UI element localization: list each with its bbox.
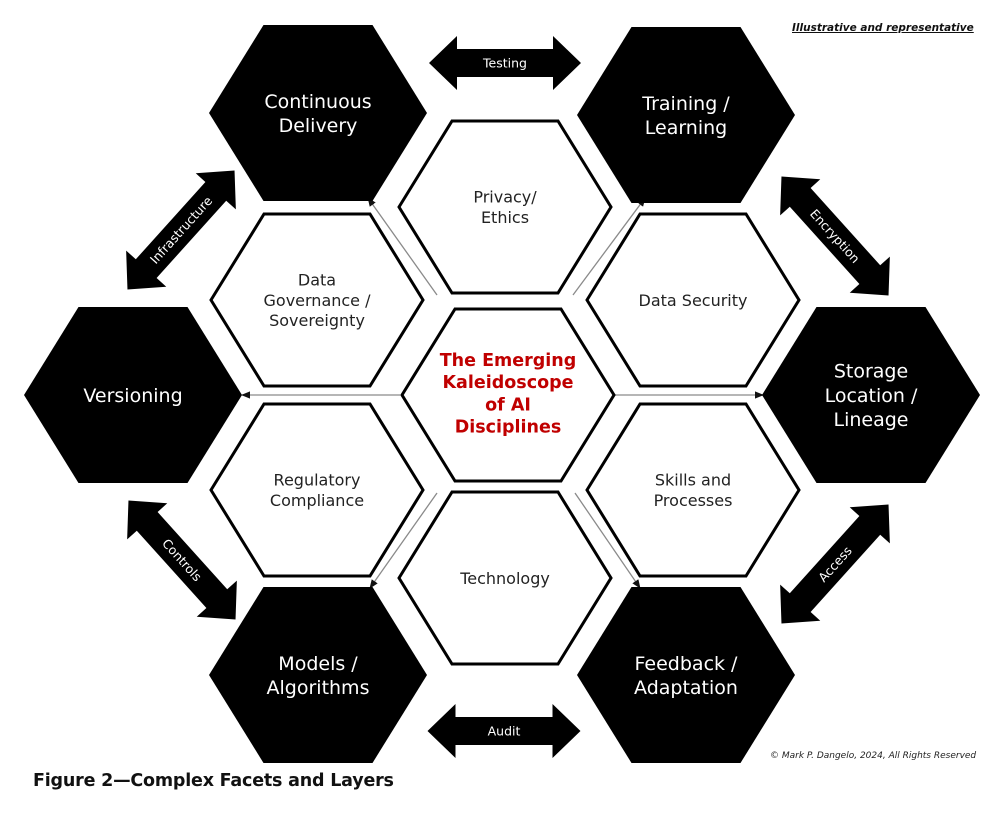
figure-caption: Figure 2—Complex Facets and Layers bbox=[33, 771, 394, 791]
outer-hex-label-line: Training / bbox=[641, 93, 730, 115]
inner-hex-label-line: Compliance bbox=[270, 491, 364, 510]
inner-hex-label-line: Sovereignty bbox=[269, 311, 365, 330]
inner-hex-label-line: Technology bbox=[459, 569, 550, 588]
copyright-notice: © Mark P. Dangelo, 2024, All Rights Rese… bbox=[770, 751, 977, 761]
inner-hex-shape bbox=[209, 212, 425, 388]
outer-hex-shape bbox=[577, 27, 795, 203]
inner-hex-label-line: Data Security bbox=[639, 291, 748, 310]
outer-hex-label-line: Delivery bbox=[279, 115, 358, 137]
inner-hex-shape bbox=[397, 119, 613, 295]
outer-hex-shape bbox=[577, 587, 795, 763]
connector-line bbox=[369, 492, 438, 589]
outer-hex-shape bbox=[209, 587, 427, 763]
inner-hex-data-security: Data Security bbox=[585, 212, 801, 388]
double-arrow-icon bbox=[780, 176, 890, 296]
outer-hex-shape bbox=[762, 307, 980, 483]
center-hex-title-line: The Emerging bbox=[440, 351, 577, 371]
outer-hex-label-line: Models / bbox=[278, 653, 358, 675]
thin-connector-lines bbox=[241, 197, 764, 589]
double-arrow-icon bbox=[780, 504, 890, 624]
center-hex-title-line: of AI bbox=[485, 395, 531, 415]
outer-hex-label-line: Continuous bbox=[264, 91, 371, 113]
center-hex-title-line: Kaleidoscope bbox=[443, 373, 574, 393]
outer-hex-training-learning: Training /Learning bbox=[577, 27, 795, 203]
outer-hex-label-line: Learning bbox=[645, 117, 728, 139]
center-hex-title-line: Disciplines bbox=[455, 418, 562, 438]
outer-hex-feedback-adaptation: Feedback /Adaptation bbox=[577, 587, 795, 763]
double-arrow-icon bbox=[427, 704, 581, 758]
double-arrow-icon bbox=[429, 36, 581, 90]
arrow-label: Testing bbox=[482, 56, 527, 71]
inner-hex-label-line: Data bbox=[298, 270, 336, 289]
outer-hex-label-line: Lineage bbox=[834, 409, 909, 431]
inner-hex-label-line: Privacy/ bbox=[473, 188, 537, 207]
outer-hex-shape bbox=[209, 25, 427, 201]
arrow-label: Infrastructure bbox=[147, 193, 216, 267]
inner-hex-label-line: Processes bbox=[654, 491, 733, 510]
connector-line bbox=[572, 197, 646, 296]
center-hex-shape bbox=[400, 307, 616, 483]
connector-line bbox=[367, 197, 438, 296]
inner-hex-technology: Technology bbox=[397, 490, 613, 666]
inner-hex-shape bbox=[585, 402, 801, 578]
inner-hex-label-line: Ethics bbox=[481, 208, 529, 227]
connector-line bbox=[574, 492, 641, 589]
illustrative-note: Illustrative and representative bbox=[792, 22, 974, 34]
double-arrow-icon bbox=[127, 500, 237, 620]
arrow-audit: Audit bbox=[427, 704, 581, 758]
outer-hex-label-line: Versioning bbox=[83, 385, 182, 407]
arrow-label: Encryption bbox=[807, 206, 863, 266]
inner-hex-label-line: Governance / bbox=[264, 291, 372, 310]
inner-hex-shape bbox=[209, 402, 425, 578]
arrow-testing: Testing bbox=[429, 36, 581, 90]
arrow-label: Audit bbox=[488, 724, 521, 739]
outer-hex-label-line: Algorithms bbox=[267, 677, 370, 699]
inner-hex-label-line: Skills and bbox=[655, 471, 731, 490]
outer-hex-label-line: Storage bbox=[834, 361, 908, 383]
outer-hex-versioning: Versioning bbox=[24, 307, 242, 483]
outer-hex-label-line: Feedback / bbox=[635, 653, 739, 675]
inner-hex-privacy-ethics: Privacy/Ethics bbox=[397, 119, 613, 295]
outer-hex-label-line: Adaptation bbox=[634, 677, 738, 699]
double-arrow-icon bbox=[126, 170, 236, 290]
outer-hex-label-line: Location / bbox=[825, 385, 918, 407]
double-arrow-connectors: TestingEncryptionAccessAuditControlsInfr… bbox=[126, 36, 890, 758]
inner-hex-shape bbox=[585, 212, 801, 388]
outer-hex-shape bbox=[24, 307, 242, 483]
inner-hex-shape bbox=[397, 490, 613, 666]
outer-hex-models-algorithms: Models /Algorithms bbox=[209, 587, 427, 763]
inner-hex-label-line: Regulatory bbox=[274, 471, 361, 490]
